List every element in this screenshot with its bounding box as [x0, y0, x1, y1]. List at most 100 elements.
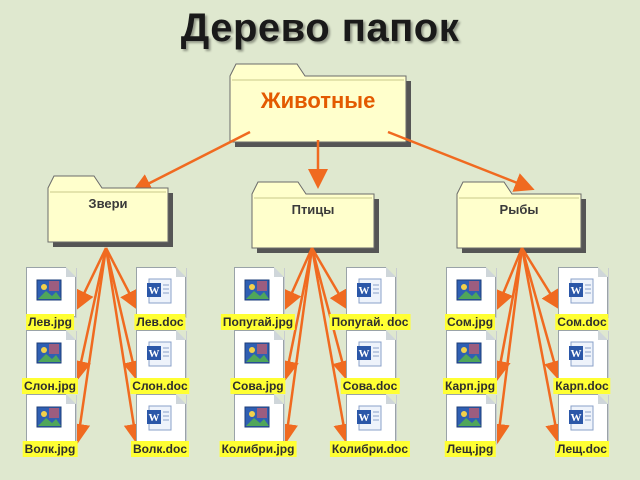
file-label-ryby-2: Карп.jpg — [442, 378, 498, 394]
page-fold — [176, 330, 186, 340]
arrow-root-to-ryby — [387, 130, 535, 192]
svg-text:W: W — [571, 285, 582, 297]
file-label-zveri-4: Волк.jpg — [22, 441, 78, 457]
ryby-image-file-icon-2 — [446, 330, 496, 380]
page-fold — [66, 267, 76, 277]
file-label-zveri-5: Волк.doc — [131, 441, 189, 457]
image-file-icon — [36, 406, 62, 428]
zveri-image-file-icon-2 — [26, 330, 76, 380]
page-fold — [598, 394, 608, 404]
image-file-icon — [244, 406, 270, 428]
svg-text:W: W — [571, 348, 582, 360]
arrow-ptitsy-file-0 — [283, 247, 314, 311]
image-file-icon — [36, 342, 62, 364]
file-label-ryby-1: Сом.doc — [555, 314, 609, 330]
ryby-image-file-icon-4 — [446, 394, 496, 444]
image-file-icon — [456, 342, 482, 364]
page-fold — [66, 330, 76, 340]
file-label-zveri-2: Слон.jpg — [21, 378, 79, 394]
page-fold — [486, 394, 496, 404]
file-label-zveri-3: Слон.doc — [130, 378, 190, 394]
file-label-ryby-4: Лещ.jpg — [444, 441, 496, 457]
arrow-ptitsy-file-4 — [278, 247, 314, 444]
arrow-zveri-file-5 — [104, 247, 144, 444]
svg-text:W: W — [149, 348, 160, 360]
page-fold — [386, 267, 396, 277]
diagram-title: Дерево папок — [180, 6, 460, 50]
word-file-icon: W — [147, 405, 172, 431]
page-fold — [386, 330, 396, 340]
arrow-zveri-file-1 — [104, 247, 139, 311]
page-fold — [176, 394, 186, 404]
zveri-word-file-icon-5: W — [136, 394, 186, 444]
ptitsy-image-file-icon-0 — [234, 267, 284, 317]
arrow-ryby-file-3 — [520, 247, 564, 381]
arrow-ryby-file-1 — [520, 247, 561, 311]
page-fold — [598, 330, 608, 340]
file-label-zveri-1: Лев.doc — [134, 314, 186, 330]
ryby-word-file-icon-5: W — [558, 394, 608, 444]
page-fold — [486, 330, 496, 340]
word-file-icon: W — [357, 405, 382, 431]
arrow-zveri-file-0 — [75, 247, 108, 311]
arrow-ptitsy-file-2 — [279, 247, 314, 381]
file-label-ryby-5: Лещ.doc — [555, 441, 609, 457]
arrow-ryby-file-0 — [494, 247, 524, 311]
word-file-icon: W — [147, 341, 172, 367]
ryby-word-file-icon-3: W — [558, 330, 608, 380]
word-file-icon: W — [569, 405, 594, 431]
file-label-ptitsy-5: Колибри.doc — [329, 441, 411, 457]
file-label-ptitsy-0: Попугай.jpg — [220, 314, 296, 330]
file-label-zveri-0: Лев.jpg — [26, 314, 74, 330]
word-file-icon: W — [569, 341, 594, 367]
word-file-icon: W — [569, 278, 594, 304]
ryby-image-file-icon-0 — [446, 267, 496, 317]
image-file-icon — [244, 279, 270, 301]
zveri-image-file-icon-0 — [26, 267, 76, 317]
page-fold — [274, 267, 284, 277]
page-fold — [486, 267, 496, 277]
word-file-icon: W — [357, 278, 382, 304]
ptitsy-image-file-icon-2 — [234, 330, 284, 380]
folder-ptitsy-icon — [251, 181, 375, 249]
page-fold — [176, 267, 186, 277]
page-fold — [274, 330, 284, 340]
image-file-icon — [456, 279, 482, 301]
file-label-ryby-0: Сом.jpg — [444, 314, 496, 330]
ryby-word-file-icon-1: W — [558, 267, 608, 317]
file-label-ptitsy-2: Сова.jpg — [230, 378, 286, 394]
file-label-ptitsy-3: Сова.doc — [340, 378, 400, 394]
arrow-ptitsy-file-5 — [310, 247, 354, 444]
arrow-root-to-zveri — [131, 130, 251, 193]
page-fold — [598, 267, 608, 277]
arrow-ptitsy-file-1 — [310, 247, 349, 311]
svg-text:W: W — [359, 285, 370, 297]
folder-zveri-icon — [47, 175, 169, 243]
svg-text:W: W — [359, 412, 370, 424]
image-file-icon — [36, 279, 62, 301]
file-label-ptitsy-4: Колибри.jpg — [219, 441, 297, 457]
arrow-zveri-file-3 — [104, 247, 143, 381]
zveri-word-file-icon-1: W — [136, 267, 186, 317]
arrow-zveri-file-2 — [71, 247, 108, 381]
file-label-ptitsy-1: Попугай. doc — [329, 314, 411, 330]
word-file-icon: W — [357, 341, 382, 367]
page-fold — [274, 394, 284, 404]
page-fold — [386, 394, 396, 404]
ptitsy-word-file-icon-3: W — [346, 330, 396, 380]
word-file-icon: W — [147, 278, 172, 304]
zveri-word-file-icon-3: W — [136, 330, 186, 380]
arrow-ryby-file-2 — [490, 247, 524, 381]
ptitsy-image-file-icon-4 — [234, 394, 284, 444]
file-label-ryby-3: Карп.doc — [553, 378, 611, 394]
ptitsy-word-file-icon-5: W — [346, 394, 396, 444]
root-folder-icon — [229, 63, 407, 143]
svg-text:W: W — [571, 412, 582, 424]
svg-text:W: W — [149, 412, 160, 424]
svg-text:W: W — [359, 348, 370, 360]
arrow-ptitsy-file-3 — [310, 247, 352, 381]
image-file-icon — [244, 342, 270, 364]
ptitsy-word-file-icon-1: W — [346, 267, 396, 317]
